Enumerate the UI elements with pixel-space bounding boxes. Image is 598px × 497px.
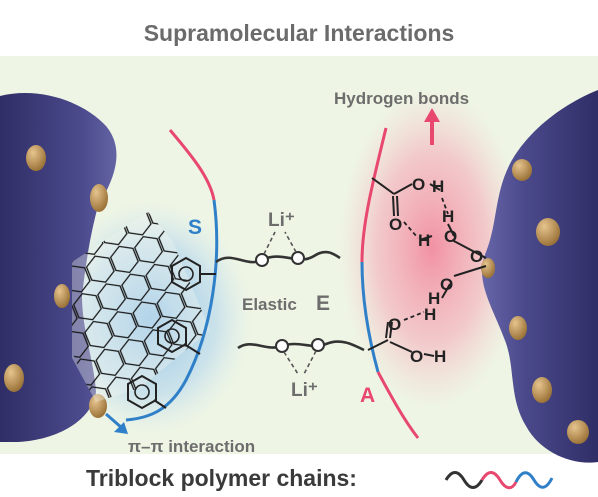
hydrogen-bond-glow — [340, 88, 524, 408]
ether-oxygen-3 — [275, 339, 289, 353]
a-block-chain-lower — [376, 371, 420, 439]
right-chain-blue-segment — [360, 261, 380, 373]
atom-o-5: O — [388, 315, 401, 334]
carboxyl-bonds — [367, 177, 487, 357]
li-coordination-lines — [263, 231, 317, 375]
ether-oxygen-4 — [311, 338, 325, 352]
a-block-chain-upper — [360, 127, 388, 263]
s-block-chain — [125, 199, 219, 422]
atom-o-3: O — [444, 227, 457, 246]
atom-h-6: H — [434, 347, 446, 366]
atom-h-1: H — [432, 177, 444, 196]
li-ion-bottom: Li⁺ — [291, 380, 318, 401]
elastic-chain-upper — [215, 250, 341, 264]
ether-oxygen-1 — [255, 253, 269, 267]
footer-label: Triblock polymer chains: — [86, 465, 357, 491]
hydrogen-bonds-arrow-head — [424, 108, 440, 122]
li-ion-top: Li⁺ — [268, 210, 295, 231]
triblock-legend-wave — [444, 471, 554, 490]
label-a-block: A — [360, 384, 375, 407]
diagram-title: Supramolecular Interactions — [143, 20, 455, 46]
left-chain-pink-segment — [168, 129, 216, 201]
pi-pi-arrow-head — [114, 422, 128, 434]
atom-h-4: H — [424, 305, 436, 324]
ether-oxygen-2 — [291, 251, 305, 265]
particle-dots — [4, 145, 589, 444]
phenyl-ring-3 — [127, 374, 167, 410]
label-hydrogen-bonds: Hydrogen bonds — [334, 89, 469, 108]
label-s-block: S — [188, 216, 202, 239]
atom-h-3: H — [418, 231, 430, 250]
atom-o-2: O — [389, 215, 402, 234]
pi-pi-arrow-shaft — [105, 412, 123, 430]
atom-o-1: O — [412, 175, 425, 194]
atom-labels: O O H H H O O H H O O H O — [388, 175, 483, 366]
atom-o-4: O — [440, 275, 453, 294]
elastic-chain-lower — [237, 340, 365, 352]
label-pi-pi-interaction: π–π interaction — [128, 437, 255, 456]
label-e-block: E — [316, 292, 330, 315]
atom-h-5: H — [428, 289, 440, 308]
right-particle — [482, 90, 598, 463]
atom-h-2: H — [442, 207, 454, 226]
atom-o-7: O — [470, 247, 483, 266]
atom-o-6: O — [410, 347, 423, 366]
hydrogen-bond-dashes — [403, 197, 449, 321]
phenyl-ring-2 — [157, 318, 201, 355]
phenyl-ring-1 — [171, 256, 216, 292]
label-elastic: Elastic — [242, 295, 297, 314]
